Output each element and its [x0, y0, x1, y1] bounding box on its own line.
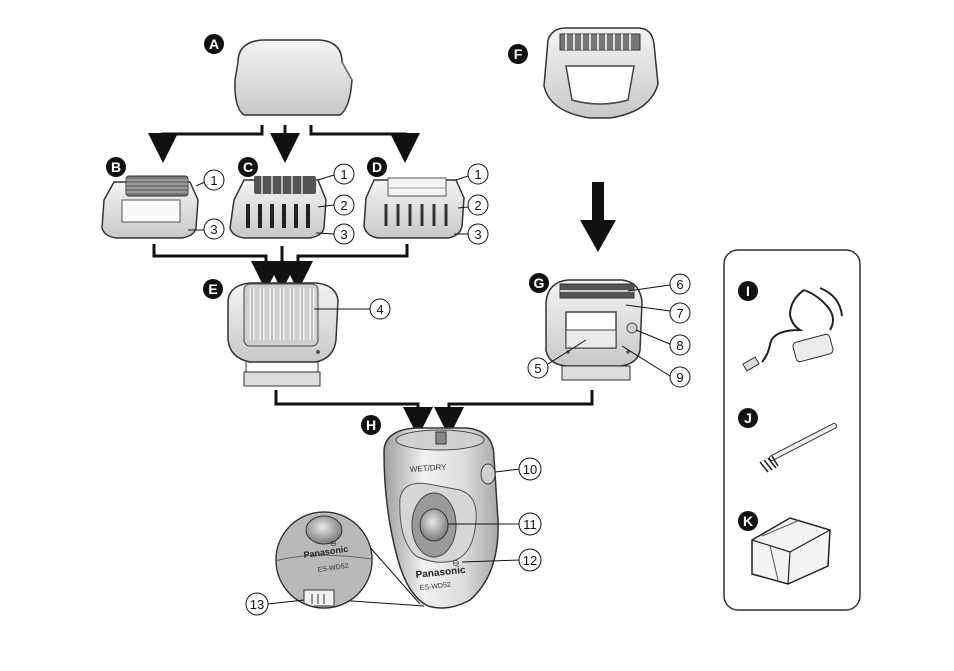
callout-3-c: 3 [333, 223, 355, 245]
callout-5: 5 [527, 357, 549, 379]
letter-badge-i: I [738, 281, 758, 301]
letter-badge-b: B [106, 157, 126, 177]
letter-badge-d: D [367, 157, 387, 177]
svg-text:1: 1 [210, 173, 217, 188]
svg-text:8: 8 [676, 338, 683, 353]
letter-badge-f: F [508, 44, 528, 64]
svg-text:5: 5 [534, 361, 541, 376]
inset-power-symbol: ⊖ [330, 539, 337, 548]
svg-text:I: I [746, 283, 750, 299]
callout-13: 13 [245, 592, 269, 616]
svg-text:E: E [208, 281, 217, 297]
svg-text:C: C [243, 159, 253, 175]
body-brand-label: Panasonic [415, 565, 466, 581]
letter-badge-h: H [361, 415, 381, 435]
svg-text:2: 2 [340, 198, 347, 213]
callout-11: 11 [518, 512, 542, 536]
svg-text:D: D [372, 159, 382, 175]
part-k-pouch [751, 517, 831, 585]
accessories-panel [723, 249, 861, 611]
svg-text:7: 7 [676, 306, 683, 321]
part-g-shaver-head [545, 279, 671, 381]
svg-text:K: K [743, 513, 753, 529]
callout-10: 10 [518, 457, 542, 481]
letter-badge-k: K [738, 511, 758, 531]
part-i-ac-adaptor [742, 287, 843, 372]
svg-text:3: 3 [474, 227, 481, 242]
callout-3-d: 3 [467, 223, 489, 245]
callout-8: 8 [669, 334, 691, 356]
inset-model-label: ES-WD52 [317, 563, 349, 574]
numbered-callouts: 1 3 1 2 3 1 2 3 4 5 6 7 8 9 10 11 12 13 [203, 163, 691, 616]
svg-text:A: A [209, 36, 219, 52]
svg-text:F: F [514, 46, 523, 62]
svg-text:G: G [534, 275, 545, 291]
callout-9: 9 [669, 366, 691, 388]
callout-2-d: 2 [467, 194, 489, 216]
svg-text:B: B [111, 159, 121, 175]
letter-badges: A F B C D E G H I J K [106, 34, 758, 531]
letter-badge-c: C [238, 157, 258, 177]
callout-7: 7 [669, 302, 691, 324]
svg-text:6: 6 [676, 277, 683, 292]
inset-bottom-detail: Panasonic ES-WD52 ⊖ [267, 511, 425, 609]
svg-text:3: 3 [210, 222, 217, 237]
svg-text:9: 9 [676, 370, 683, 385]
callout-1-c: 1 [333, 163, 355, 185]
svg-text:J: J [744, 410, 752, 426]
power-symbol: ⊖ [452, 558, 460, 568]
svg-text:H: H [366, 417, 376, 433]
callout-1-d: 1 [467, 163, 489, 185]
part-f-cap [543, 27, 659, 119]
body-model-label: ES-WD52 [419, 582, 451, 592]
body-wet-dry-label: WET/DRY [410, 462, 448, 474]
svg-text:1: 1 [340, 167, 347, 182]
svg-text:3: 3 [340, 227, 347, 242]
svg-text:11: 11 [523, 517, 537, 532]
svg-text:12: 12 [523, 553, 537, 568]
callout-6: 6 [669, 273, 691, 295]
part-d-head [363, 175, 469, 239]
part-c-epilation-head [229, 174, 335, 239]
part-j-cleaning-brush [759, 423, 837, 473]
letter-badge-j: J [738, 408, 758, 428]
svg-text:1: 1 [474, 167, 481, 182]
callout-4: 4 [369, 298, 391, 320]
arrow-cap-to-head [580, 182, 616, 252]
letter-badge-a: A [204, 34, 224, 54]
svg-text:2: 2 [474, 198, 481, 213]
callout-3-b: 3 [203, 218, 225, 240]
svg-text:4: 4 [376, 302, 383, 317]
letter-badge-g: G [529, 273, 549, 293]
part-b-shaver-head [101, 175, 206, 239]
svg-text:10: 10 [523, 462, 537, 477]
callout-12: 12 [518, 548, 542, 572]
part-a-protective-cap [234, 39, 353, 116]
svg-text:13: 13 [250, 597, 264, 612]
callout-2-c: 2 [333, 194, 355, 216]
part-h-main-body: WET/DRY Panasonic ES-WD52 ⊖ [383, 427, 521, 609]
callout-1-b: 1 [203, 169, 225, 191]
arrows-cap-to-heads [148, 125, 420, 163]
letter-badge-e: E [203, 279, 223, 299]
arrows-heads-to-body [274, 390, 594, 437]
part-e-epilator-head [227, 282, 370, 387]
arrows-heads-to-base [152, 244, 409, 291]
